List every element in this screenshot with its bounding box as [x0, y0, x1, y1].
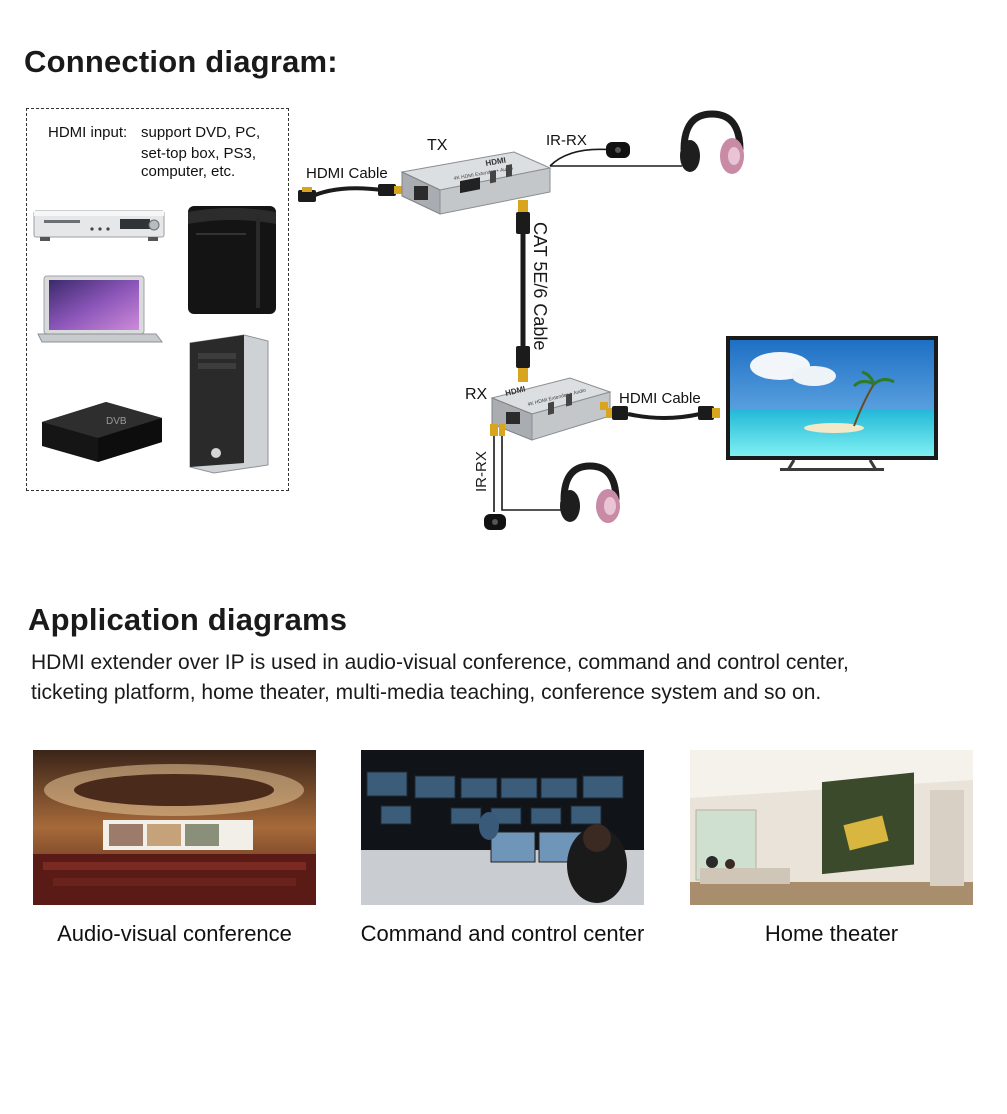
caption-command-and-control-center: Command and control center	[360, 921, 645, 946]
ps3-console-icon	[188, 206, 276, 314]
hdmi-output-cable	[606, 406, 720, 420]
hdmi-input-label: HDMI input:	[48, 124, 128, 141]
application-description-line-1: HDMI extender over IP is used in audio-v…	[31, 651, 849, 674]
pc-tower-icon	[189, 334, 269, 474]
hdmi-cable-input-label: HDMI Cable	[306, 165, 388, 182]
connection-diagram-title: Connection diagram:	[24, 44, 338, 79]
hdmi-input-desc-line-1: support DVD, PC,	[141, 124, 261, 141]
hdmi-input-desc-line-3: computer, etc.	[141, 163, 236, 180]
tx-hdmi-logo: HDMI	[485, 156, 507, 168]
tx-label: TX	[427, 137, 448, 154]
headphone-rx-icon	[560, 462, 620, 523]
caption-home-theater: Home theater	[764, 921, 899, 946]
laptop-icon	[37, 275, 163, 343]
rx-label: RX	[465, 386, 488, 403]
tv-display-icon	[726, 336, 938, 471]
ir-rx-tx-label: IR-RX	[546, 132, 587, 149]
ir-receiver-rx	[484, 514, 506, 530]
application-diagrams-title: Application diagrams	[28, 602, 348, 637]
rx-cables	[490, 424, 570, 512]
audio-cable-tx	[550, 165, 682, 167]
hdmi-input-cable	[298, 184, 402, 202]
caption-audio-visual-conference: Audio-visual conference	[57, 921, 292, 946]
dvd-player-icon	[33, 210, 165, 241]
application-description-line-2: ticketing platform, home theater, multi-…	[31, 681, 822, 704]
photo-home-theater	[690, 750, 973, 905]
cat-cable-label: CAT 5E/6 Cable	[530, 222, 550, 351]
ir-receiver-tx	[549, 142, 630, 167]
photo-command-and-control-center	[361, 750, 644, 905]
photo-audio-visual-conference	[33, 750, 316, 905]
hdmi-input-desc-line-2: set-top box, PS3,	[141, 145, 257, 162]
hdmi-source-devices-box	[26, 108, 289, 491]
set-top-box-icon: DVB	[42, 402, 162, 462]
rx-extender-device: HDMI 4K HDMI Extender + Audio	[490, 377, 612, 441]
tx-extender-device: HDMI 4K HDMI Extender + Audio	[400, 151, 552, 215]
hdmi-cable-output-label: HDMI Cable	[619, 390, 701, 407]
cat-cable	[516, 200, 530, 382]
set-top-box-brand: DVB	[106, 416, 127, 427]
headphone-tx-icon	[680, 110, 744, 174]
